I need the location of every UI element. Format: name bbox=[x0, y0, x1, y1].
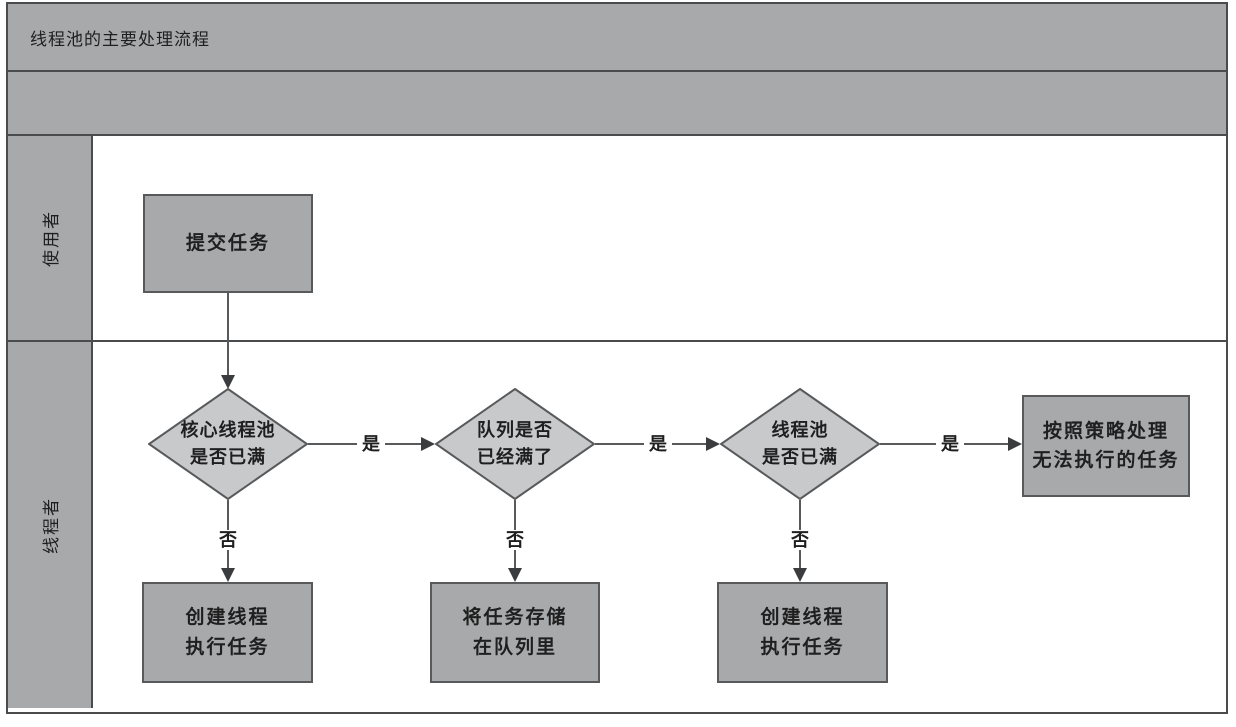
edge-label-yes-1: 是 bbox=[357, 434, 385, 454]
header-spacer-row bbox=[8, 72, 1226, 136]
diamond-shape-icon bbox=[435, 388, 595, 500]
decision-queue-full: 队列是否 已经满了 bbox=[435, 388, 595, 500]
diagram-title: 线程池的主要处理流程 bbox=[30, 29, 210, 49]
arrowhead-right-icon bbox=[1008, 437, 1022, 451]
lane-label-thread: 线程者 bbox=[8, 342, 93, 708]
arrowhead-down-icon bbox=[221, 568, 235, 582]
flowchart-frame: 线程池的主要处理流程 使用者 线程者 提交任务 bbox=[6, 2, 1228, 714]
edge-label-yes-2: 是 bbox=[644, 434, 672, 454]
arrowhead-down-icon bbox=[793, 568, 807, 582]
decision-pool-full-label: 线程池 是否已满 bbox=[762, 420, 838, 467]
arrowhead-right-icon bbox=[421, 437, 435, 451]
node-create-thread-1: 创建线程 执行任务 bbox=[142, 582, 313, 683]
arrowhead-down-icon bbox=[508, 568, 522, 582]
title-bar: 线程池的主要处理流程 bbox=[8, 4, 1226, 72]
flow-overlay: 提交任务 核心线程池 是否已满 是 队列是否 已经满了 bbox=[8, 4, 1226, 712]
decision-pool-full: 线程池 是否已满 bbox=[720, 388, 880, 500]
edge-label-yes-3: 是 bbox=[936, 434, 964, 454]
node-submit-task: 提交任务 bbox=[143, 194, 313, 293]
arrowhead-right-icon bbox=[706, 437, 720, 451]
node-store-queue: 将任务存储 在队列里 bbox=[430, 582, 600, 683]
arrowhead-down-icon bbox=[221, 375, 235, 389]
lane-label-user-text: 使用者 bbox=[42, 209, 61, 267]
arrow-line-submit-to-core bbox=[227, 293, 229, 375]
diamond-shape-icon bbox=[148, 388, 308, 500]
node-create-thread-2: 创建线程 执行任务 bbox=[717, 582, 888, 683]
lane-label-user: 使用者 bbox=[8, 136, 93, 340]
node-policy-handle: 按照策略处理 无法执行的任务 bbox=[1022, 395, 1190, 497]
decision-core-pool-full-label: 核心线程池 是否已满 bbox=[180, 420, 276, 467]
edge-label-no-2: 否 bbox=[501, 530, 529, 550]
edge-label-no-1: 否 bbox=[214, 530, 242, 550]
decision-queue-full-label: 队列是否 已经满了 bbox=[477, 420, 553, 467]
edge-label-no-3: 否 bbox=[786, 530, 814, 550]
decision-core-pool-full: 核心线程池 是否已满 bbox=[148, 388, 308, 500]
lane-label-thread-text: 线程者 bbox=[42, 496, 61, 554]
diamond-shape-icon bbox=[720, 388, 880, 500]
